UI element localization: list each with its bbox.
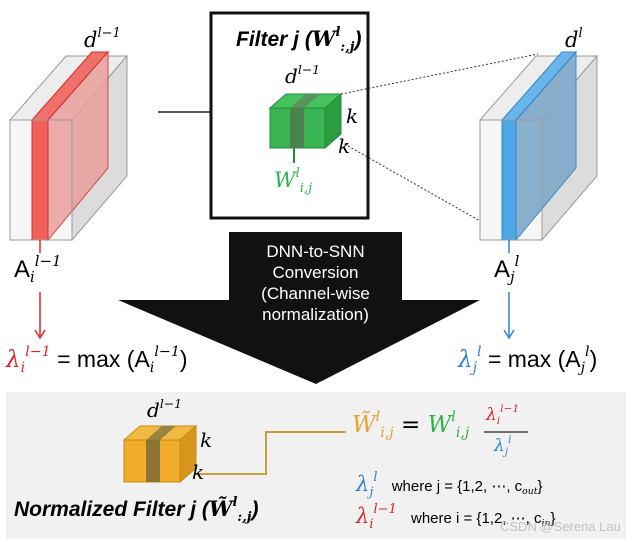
- where-line-1: λjl where j = {1,2, ⋯, cout}: [356, 470, 543, 500]
- fraction-numerator: λil−1: [486, 403, 520, 427]
- filter-cube-depth-label: dl−1: [285, 61, 321, 88]
- conversion-arrow: [118, 232, 480, 384]
- normalized-filter-title: Normalized Filter j (W̃l:,j): [14, 495, 259, 525]
- right-activation-label: Ajl: [494, 251, 520, 287]
- conversion-text: DNN-to-SNN Conversion (Channel-wise norm…: [261, 242, 370, 324]
- green-filter-cube: [268, 92, 343, 163]
- gold-cube-depth-label: dl−1: [147, 395, 183, 422]
- gold-cube-k-right: k: [200, 428, 213, 452]
- left-depth-label: dl−1: [84, 26, 121, 52]
- lambda-left-equation: λil−1 = max (Ail−1): [6, 344, 188, 376]
- filter-weight-label: Wli,j: [274, 166, 313, 196]
- normalization-formula: W̃li,j = Wli,j: [352, 409, 470, 441]
- filter-box-title: Filter j (Wl:,j): [236, 25, 362, 55]
- left-activation-label: Ail−1: [14, 251, 62, 287]
- right-depth-label: dl: [565, 26, 583, 52]
- right-activation-block: [478, 50, 599, 253]
- where-line-2: λil−1 where i = {1,2, ⋯, cin}: [356, 502, 556, 532]
- gold-filter-cube: [122, 424, 198, 484]
- left-red-slice: [31, 119, 49, 241]
- filter-cube-k-bottom: k: [338, 134, 351, 158]
- right-blue-slice: [501, 119, 517, 241]
- watermark: CSDN @Serena Lau: [500, 519, 621, 534]
- lambda-right-equation: λjl = max (Ajl): [458, 344, 598, 376]
- filter-cube-k-right: k: [346, 104, 359, 128]
- gold-cube-k-bottom: k: [192, 460, 205, 484]
- gold-connector: [196, 431, 346, 475]
- normalized-panel: [6, 392, 626, 539]
- projection-line-top: [340, 53, 539, 95]
- fraction-denominator: λjl: [494, 434, 512, 458]
- left-activation-block: [8, 50, 129, 253]
